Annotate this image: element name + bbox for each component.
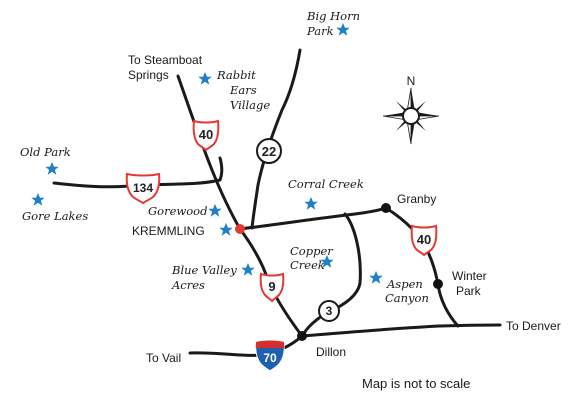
old-park-star xyxy=(45,162,59,175)
co9-shield: 9 xyxy=(259,272,285,303)
gore-lakes-label: Gore Lakes xyxy=(22,209,88,223)
big-horn-park-star xyxy=(336,23,350,36)
route22-marker: 22 xyxy=(256,138,282,164)
blue-valley-star xyxy=(241,263,255,276)
rabbit-ears-star xyxy=(198,72,212,85)
granby-label: Granby xyxy=(397,192,436,206)
us134-shield: 134 xyxy=(125,172,161,205)
rabbit-label-2: Ears xyxy=(229,83,257,97)
copper-creek-label-1: Copper xyxy=(290,244,334,258)
aspen-canyon-label-2: Canyon xyxy=(385,291,429,305)
us40-east-shield: 40 xyxy=(410,224,438,257)
kremmling-label: KREMMLING xyxy=(132,224,205,238)
road-us40-east xyxy=(384,206,460,328)
kremmling-star xyxy=(219,223,233,236)
to-vail-label: To Vail xyxy=(146,351,181,365)
copper-creek-label-2: Creek xyxy=(290,258,325,272)
granby-dot xyxy=(381,203,391,213)
aspen-canyon-label-1: Aspen xyxy=(386,277,423,291)
corral-creek-label: Corral Creek xyxy=(288,177,364,191)
big-horn-label-1: Big Horn xyxy=(306,9,360,23)
us40-east-number: 40 xyxy=(417,232,431,247)
us40-north-shield: 40 xyxy=(192,119,220,152)
stars-layer xyxy=(31,23,383,284)
kremmling-dot xyxy=(235,224,245,234)
blue-valley-label-1: Blue Valley xyxy=(171,263,237,277)
to-denver-label: To Denver xyxy=(506,319,561,333)
co9-number: 9 xyxy=(268,279,275,294)
steamboat-label-2: Springs xyxy=(128,68,169,82)
road-route22 xyxy=(250,48,302,230)
winter-park-label-2: Park xyxy=(456,284,482,298)
road-i70 xyxy=(188,334,304,357)
route3-number: 3 xyxy=(326,304,333,318)
road-us40-north xyxy=(176,74,242,231)
road-kremmling-granby xyxy=(238,206,388,231)
corral-creek-star xyxy=(304,197,318,210)
rabbit-label-1: Rabbit xyxy=(216,68,256,82)
us40-north-number: 40 xyxy=(199,127,213,142)
aspen-canyon-star xyxy=(369,271,383,284)
blue-valley-label-2: Acres xyxy=(171,278,205,292)
dillon-dot xyxy=(297,331,307,341)
i70-shield: 70 xyxy=(255,340,285,372)
road-us134 xyxy=(52,156,224,189)
route3-marker: 3 xyxy=(318,300,340,322)
winter-park-dot xyxy=(433,279,443,289)
gore-lakes-star xyxy=(31,193,45,206)
compass-rose-icon xyxy=(382,87,440,145)
not-to-scale-note: Map is not to scale xyxy=(362,376,470,391)
big-horn-label-2: Park xyxy=(306,24,334,38)
winter-park-label-1: Winter xyxy=(452,269,487,283)
gorewood-star xyxy=(208,204,222,217)
i70-number: 70 xyxy=(263,351,277,365)
old-park-label: Old Park xyxy=(20,145,71,159)
gorewood-label: Gorewood xyxy=(148,204,207,218)
copper-creek-star xyxy=(320,255,334,268)
rabbit-label-3: Village xyxy=(230,98,270,112)
us134-number: 134 xyxy=(133,181,153,195)
route22-number: 22 xyxy=(262,144,276,159)
steamboat-label-1: To Steamboat xyxy=(128,53,203,67)
road-to-denver xyxy=(300,323,502,338)
road-route3 xyxy=(300,212,362,338)
dillon-label: Dillon xyxy=(316,345,346,359)
compass-north-label: N xyxy=(407,74,416,88)
